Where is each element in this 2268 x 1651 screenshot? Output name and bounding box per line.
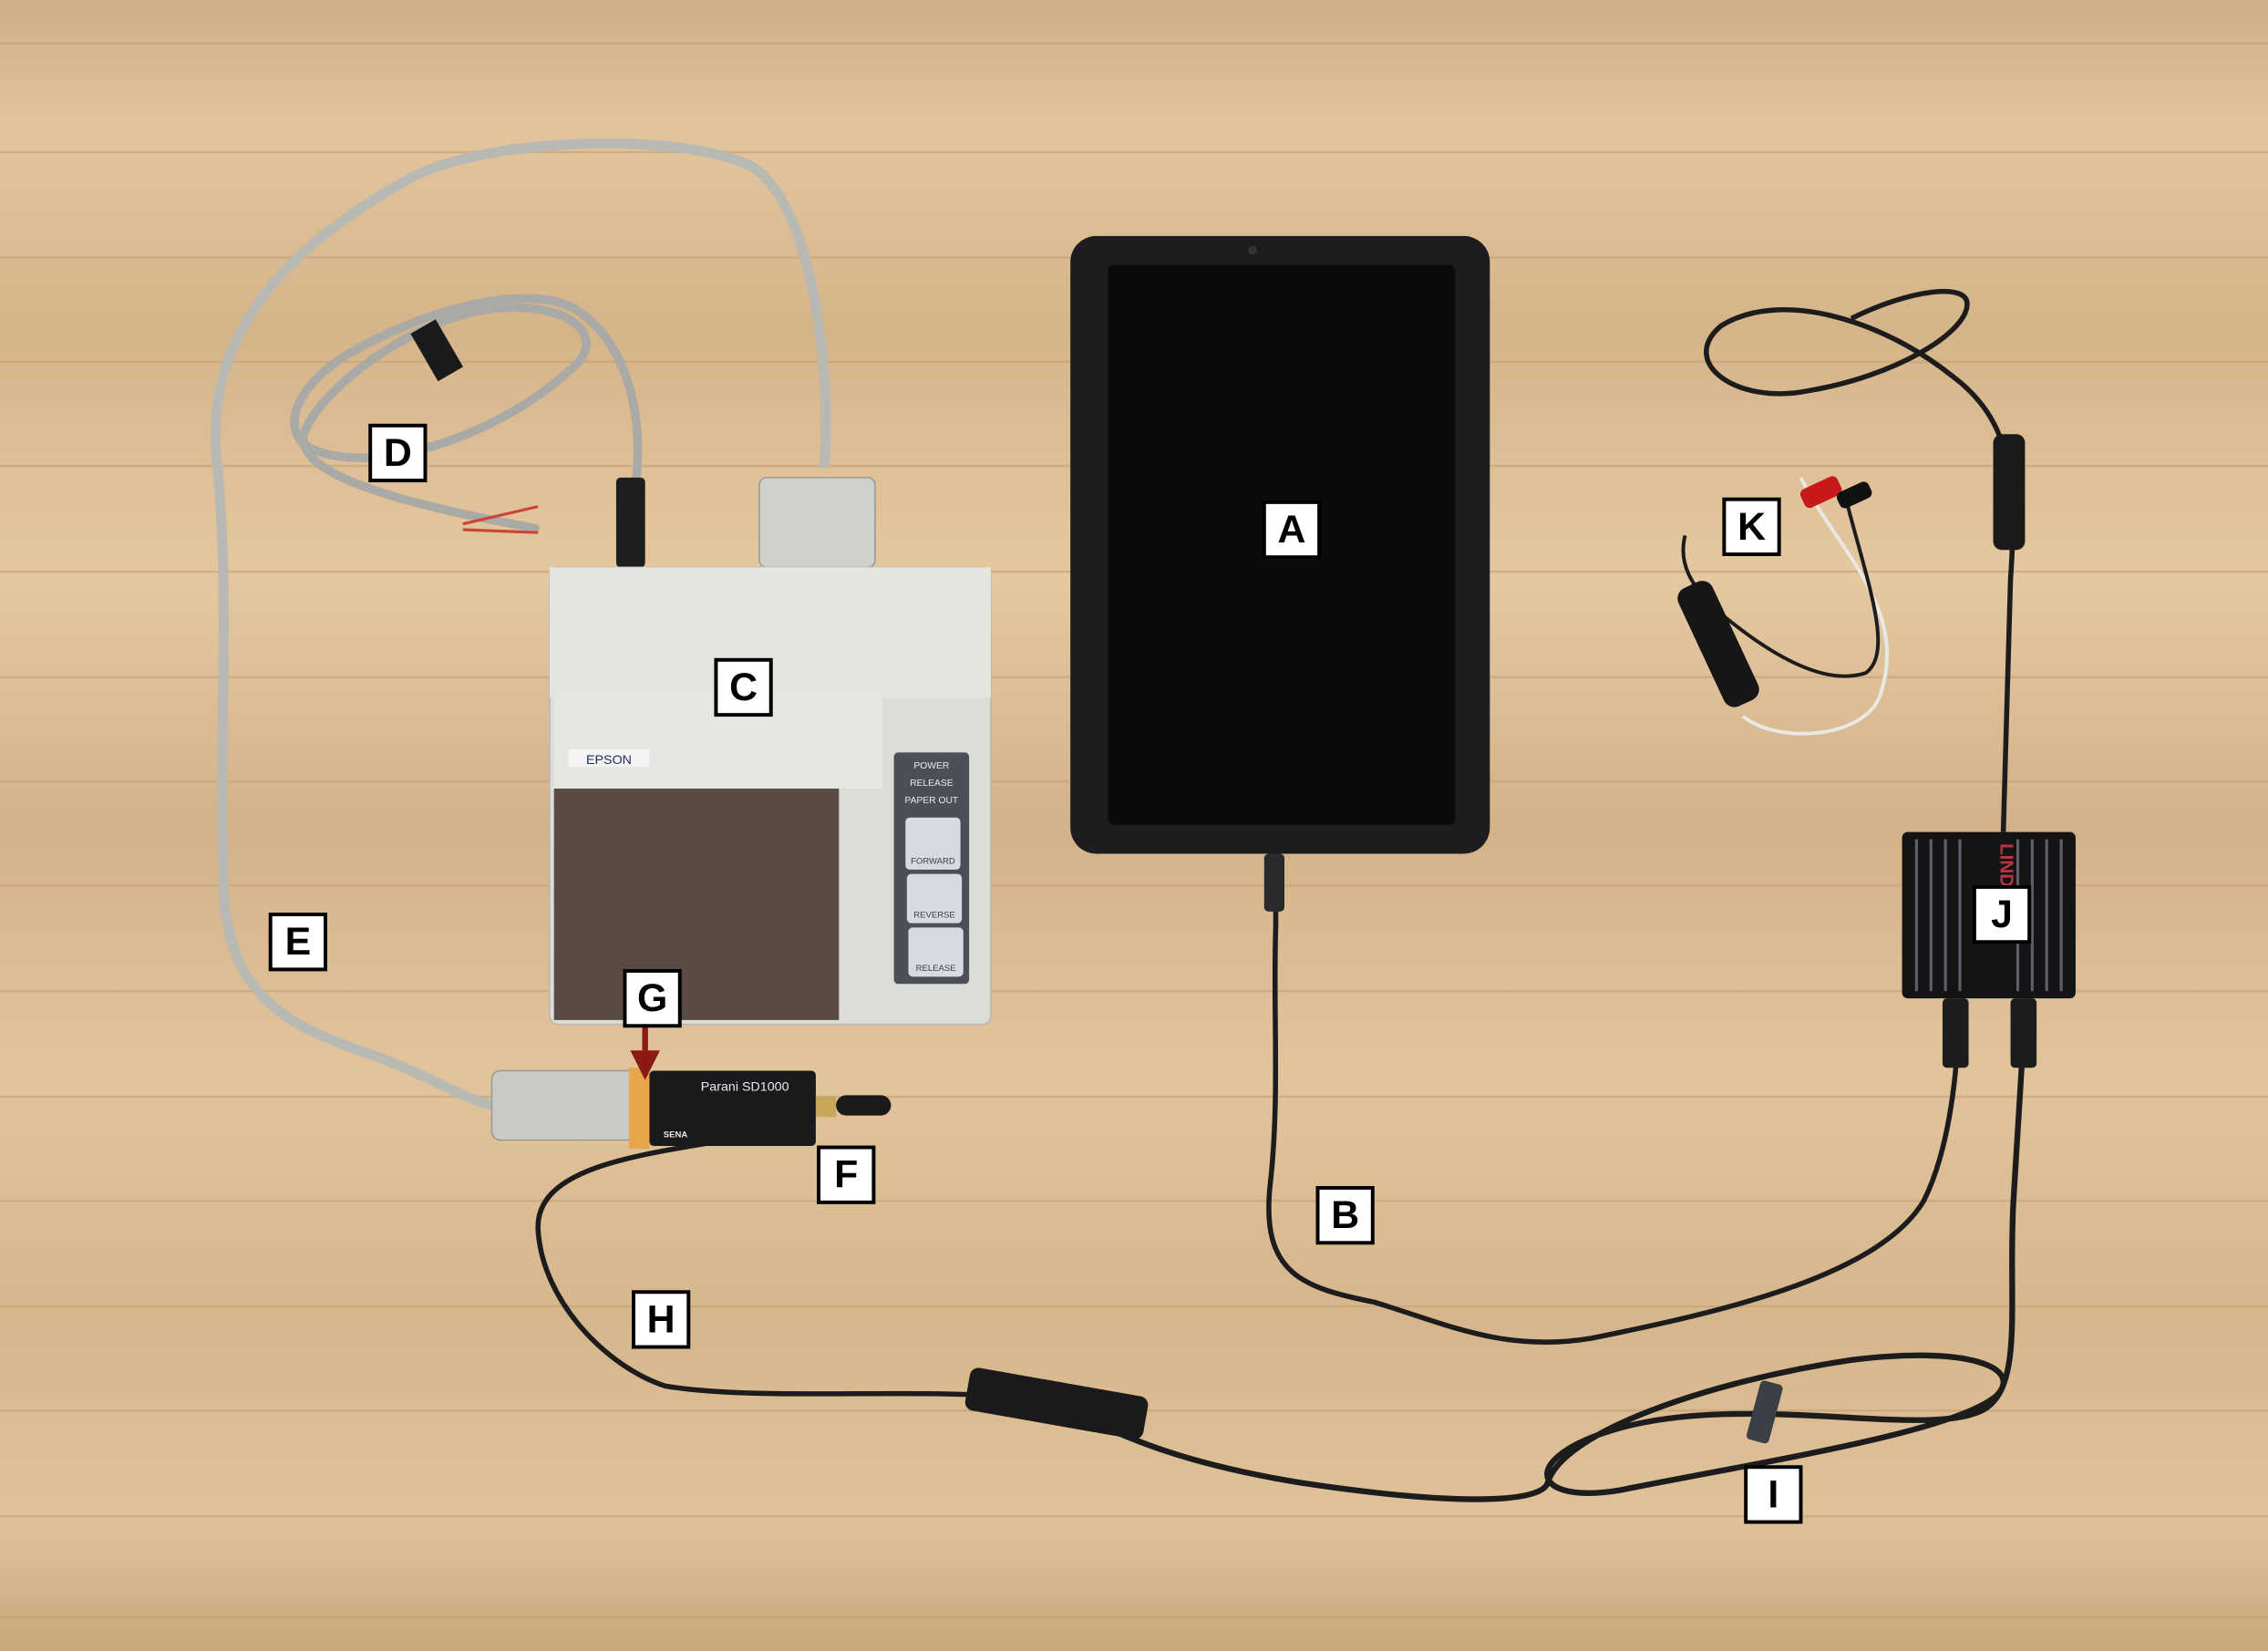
reverse-button[interactable]	[906, 873, 963, 924]
svg-text:H: H	[647, 1297, 675, 1341]
velcro-tie-i	[1747, 1380, 1783, 1444]
release-button-label: RELEASE	[916, 964, 956, 974]
serial-bluetooth-adapter: Parani SD1000 SENA	[490, 1068, 892, 1150]
epson-printer: EPSON POWER RELEASE PAPER OUT FORWARD RE…	[549, 566, 992, 1026]
usb-coupler	[964, 1367, 1149, 1439]
db25-connector	[758, 477, 876, 569]
label-f: F	[817, 1145, 876, 1204]
svg-text:J: J	[1991, 893, 2013, 936]
svg-text:G: G	[637, 976, 667, 1020]
antenna	[836, 1095, 892, 1116]
label-k: K	[1722, 497, 1781, 556]
usb-plug-right	[2010, 998, 2037, 1068]
power-cable-d	[290, 294, 643, 533]
indicator-paper-out: PAPER OUT	[904, 796, 958, 806]
label-b: B	[1315, 1185, 1375, 1245]
arrow-g	[630, 1027, 660, 1080]
usb-cable-i	[1068, 1012, 2028, 1502]
svg-text:E: E	[285, 920, 312, 964]
svg-text:I: I	[1768, 1472, 1778, 1516]
power-plug	[615, 477, 645, 568]
release-button[interactable]	[908, 927, 964, 977]
label-d: D	[368, 423, 428, 483]
black-spade-terminal	[1837, 481, 1872, 509]
svg-text:K: K	[1737, 505, 1766, 549]
label-a: A	[1262, 500, 1322, 560]
svg-text:D: D	[384, 431, 412, 475]
battery-leads-k	[1741, 477, 1890, 736]
label-h: H	[632, 1290, 691, 1349]
label-g: G	[623, 968, 682, 1028]
label-i: I	[1744, 1465, 1803, 1524]
forward-button[interactable]	[905, 817, 961, 870]
svg-text:C: C	[729, 666, 758, 709]
label-e: E	[268, 913, 327, 972]
power-cable-j-top	[1704, 288, 2015, 832]
adapter-brand: SENA	[664, 1130, 688, 1140]
usb-cable-b	[1266, 858, 1959, 1346]
serial-cable-e	[210, 138, 831, 1112]
bare-wires	[462, 505, 539, 534]
forward-button-label: FORWARD	[911, 857, 955, 867]
inline-fuse	[1993, 434, 2026, 551]
power-box-brand: LIND	[1995, 843, 2016, 887]
label-c: C	[714, 657, 773, 717]
label-j: J	[1972, 884, 2032, 944]
indicator-release: RELEASE	[910, 779, 954, 789]
usb-cable-h	[535, 1140, 999, 1399]
cable-tie	[410, 319, 464, 382]
red-spade-terminal	[1799, 476, 1842, 509]
svg-text:F: F	[834, 1153, 858, 1197]
usb-c-plug	[1263, 853, 1285, 912]
printer-brand: EPSON	[586, 753, 632, 768]
adapter-model: Parani SD1000	[701, 1080, 789, 1095]
indicator-power: POWER	[913, 761, 949, 771]
inline-fuse-holder	[1677, 581, 1759, 707]
usb-plug-left	[1942, 998, 1969, 1068]
reverse-button-label: REVERSE	[913, 910, 954, 920]
svg-text:A: A	[1277, 508, 1305, 552]
svg-text:B: B	[1331, 1193, 1359, 1237]
